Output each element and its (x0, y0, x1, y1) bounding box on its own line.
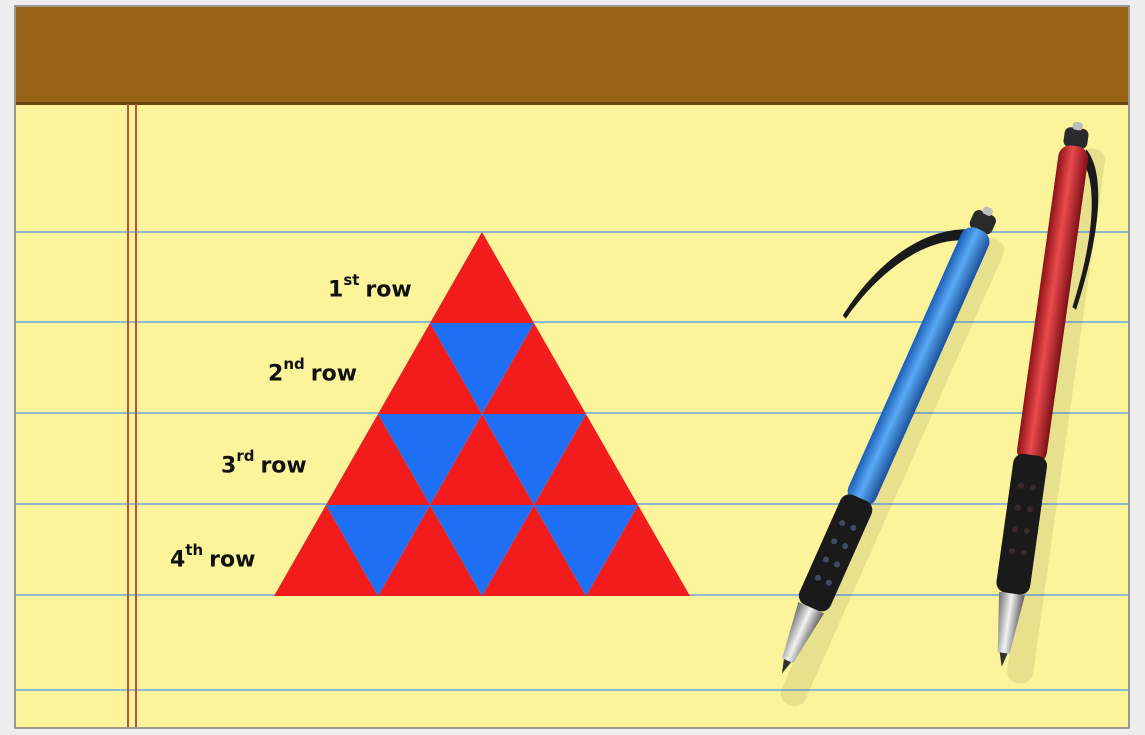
pad-binding (16, 7, 1128, 104)
row-number: 4 (170, 547, 186, 573)
row-word: row (260, 453, 307, 479)
row-suffix: st (343, 271, 360, 289)
row-number: 2 (268, 361, 284, 387)
row-suffix: nd (283, 355, 305, 373)
triangle-pattern (274, 232, 690, 596)
blue-triangle (534, 505, 638, 596)
row-word: row (209, 547, 256, 573)
blue-triangle (378, 414, 482, 505)
red-triangle (274, 505, 378, 596)
blue-triangle (430, 323, 534, 414)
row-number: 3 (221, 453, 237, 479)
red-triangle (430, 232, 534, 323)
red-triangle (586, 505, 690, 596)
red-triangle (482, 323, 586, 414)
blue-triangle (430, 505, 534, 596)
red-triangle (534, 414, 638, 505)
red-pen-icon (996, 121, 1106, 684)
paper-sheet (14, 5, 1130, 729)
blue-pen-icon (780, 206, 1005, 707)
row-suffix: th (185, 541, 204, 559)
blue-triangle (482, 414, 586, 505)
row-suffix: rd (236, 447, 255, 465)
row-number: 1 (328, 277, 344, 303)
row-word: row (310, 361, 358, 387)
red-triangle (378, 505, 482, 596)
red-triangle (430, 414, 534, 505)
red-triangle (378, 323, 482, 414)
red-triangle (326, 414, 430, 505)
red-triangle (482, 505, 586, 596)
blue-triangle (326, 505, 430, 596)
row-word: row (365, 277, 412, 303)
